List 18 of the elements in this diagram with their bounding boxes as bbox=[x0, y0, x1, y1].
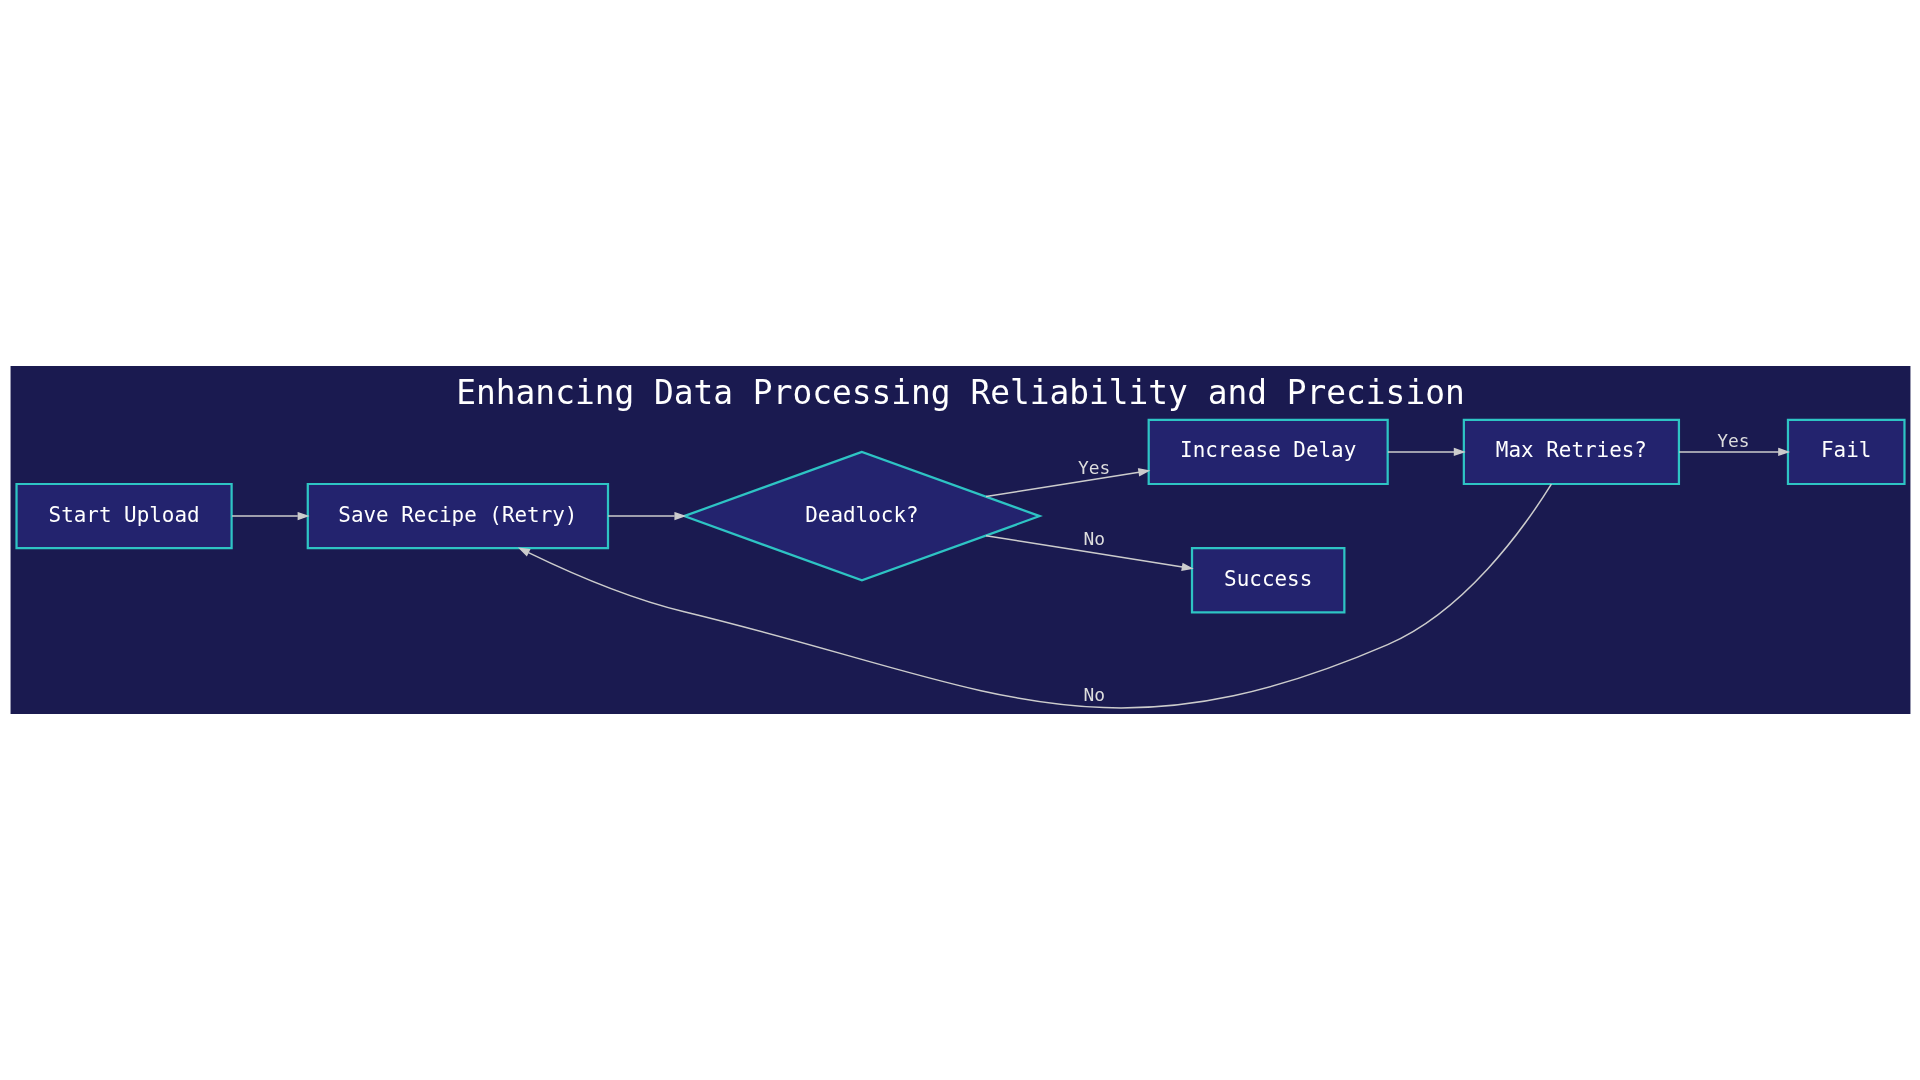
arrow bbox=[984, 468, 1150, 498]
node-box: Save Recipe (Retry) bbox=[306, 482, 609, 550]
node-box: Success bbox=[1190, 547, 1345, 614]
node-box: Max Retries? bbox=[1462, 418, 1680, 486]
arrow bbox=[606, 511, 686, 521]
arrow bbox=[230, 511, 310, 521]
node-box: Increase Delay bbox=[1147, 418, 1389, 486]
edge-label: No bbox=[1082, 683, 1105, 705]
arrow bbox=[517, 483, 1552, 709]
arrow bbox=[1386, 447, 1466, 457]
edge-label: Yes bbox=[1077, 456, 1110, 478]
arrow bbox=[984, 534, 1194, 571]
diagram-title: Enhancing Data Processing Reliability and Precision bbox=[455, 374, 1465, 413]
arrow bbox=[1677, 447, 1790, 457]
edge-label: Yes bbox=[1716, 429, 1750, 451]
node-box: Start Upload bbox=[14, 482, 233, 550]
node-box: Fail bbox=[1786, 418, 1906, 486]
edge-label: No bbox=[1082, 528, 1105, 550]
